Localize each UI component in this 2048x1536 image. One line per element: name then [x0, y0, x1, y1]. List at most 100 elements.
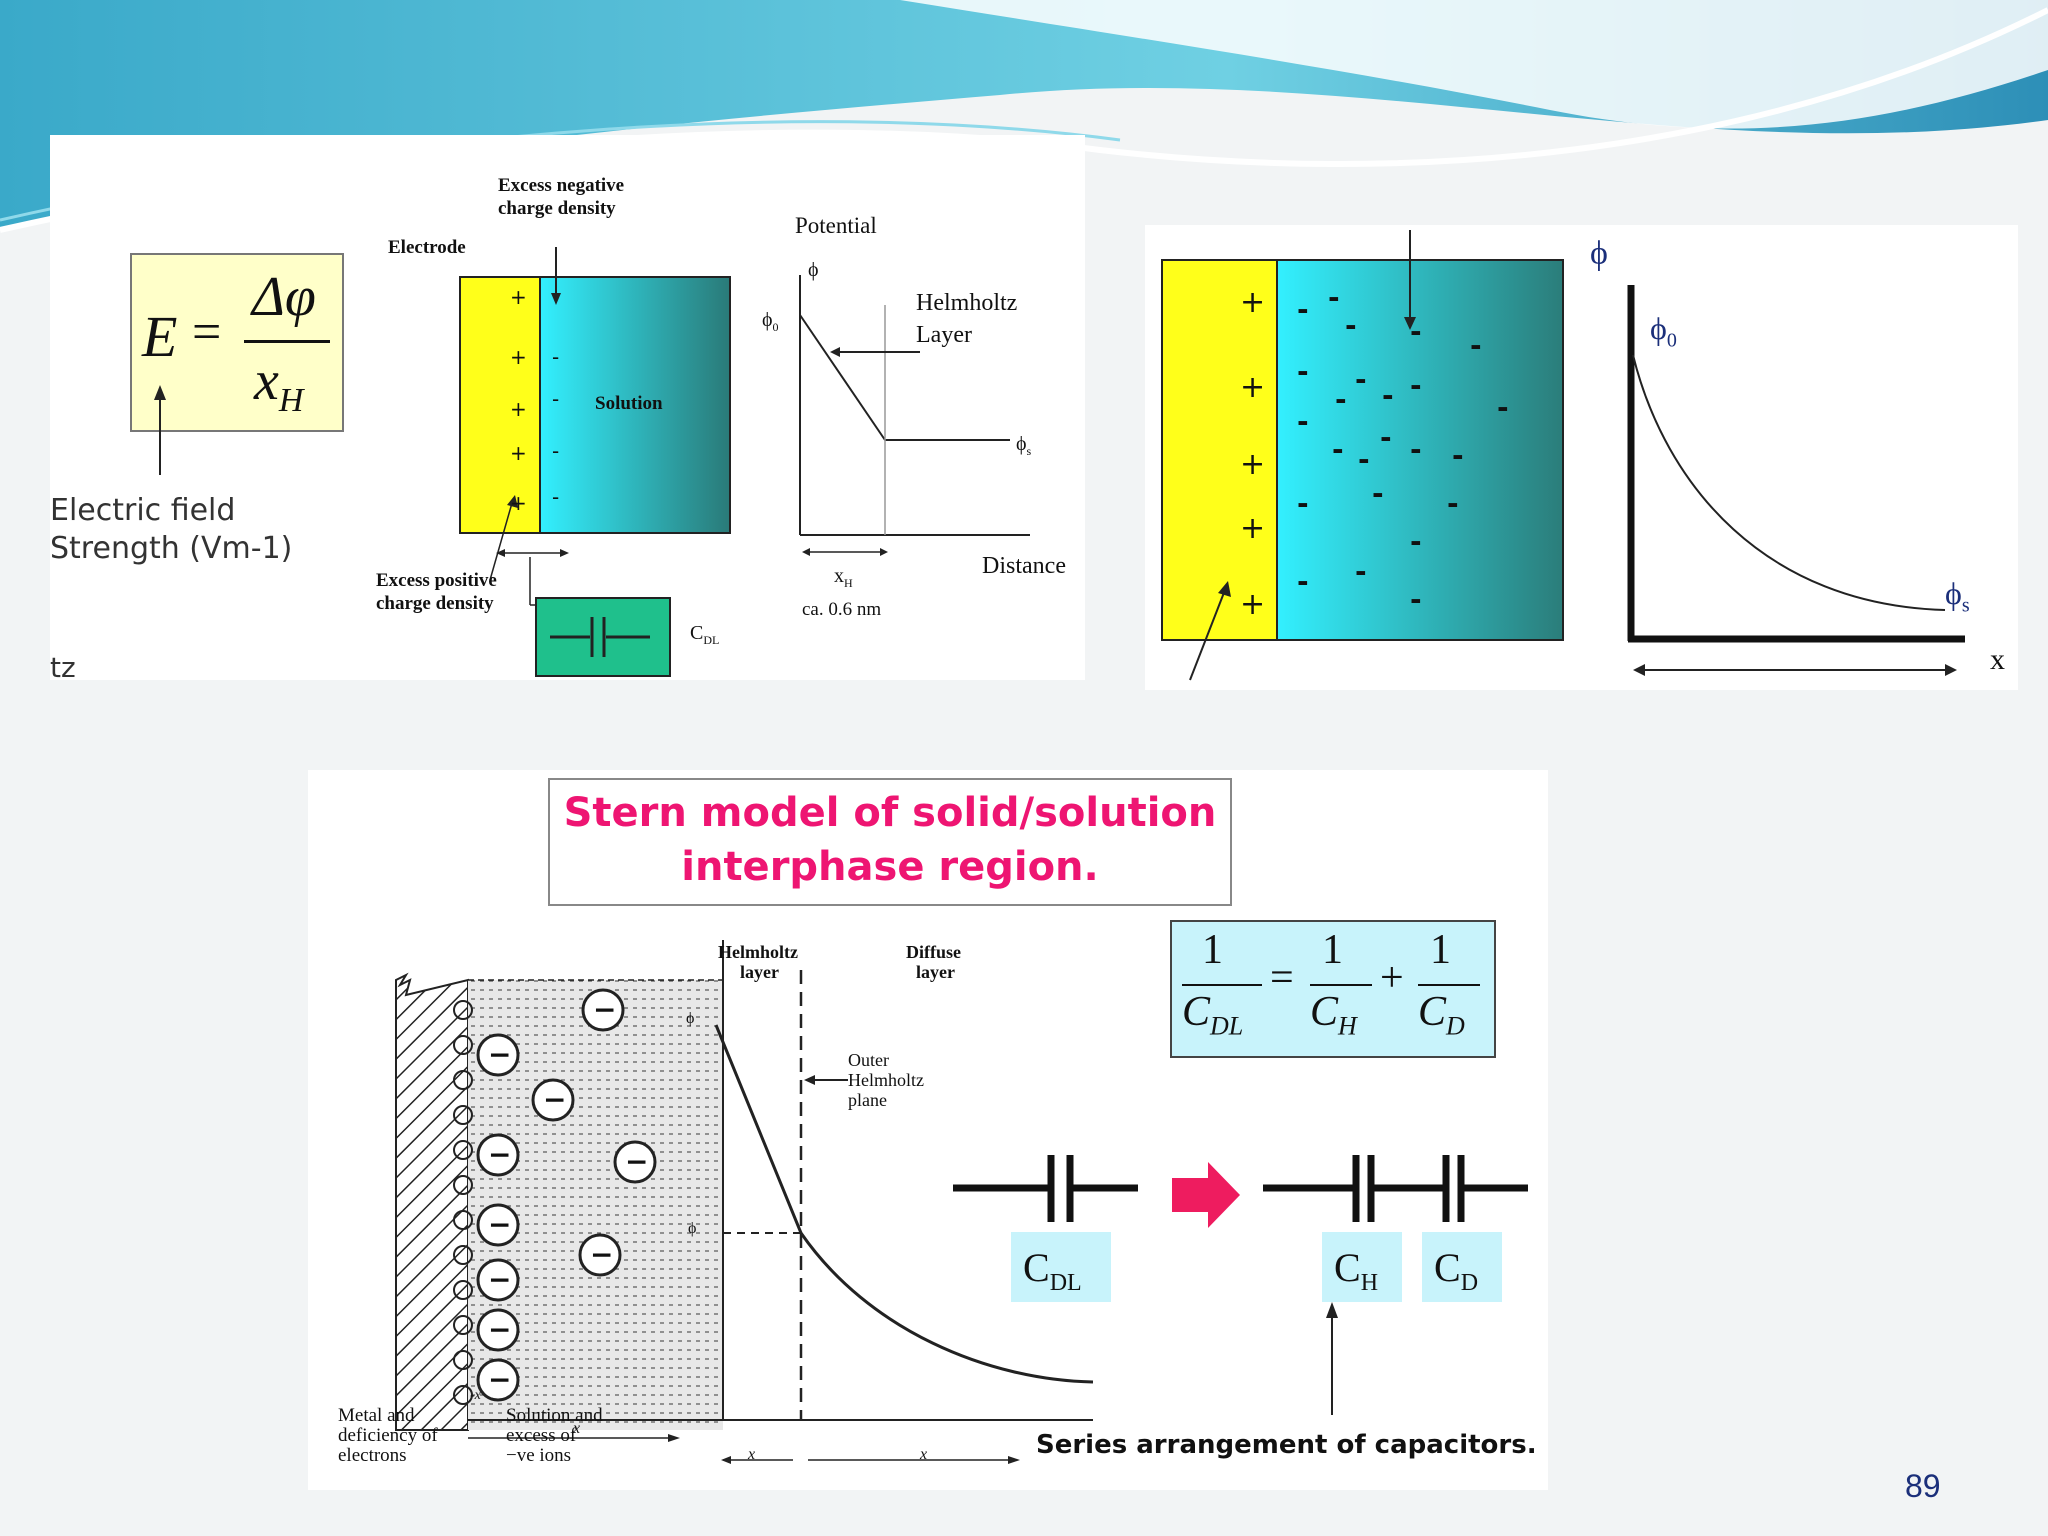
distance-label: Distance — [982, 553, 1066, 579]
ch-box: CH — [1322, 1232, 1402, 1302]
minus-sign: - — [1297, 293, 1309, 326]
minus-sign: - — [1410, 315, 1422, 348]
minus-xh-label: -x — [470, 1388, 481, 1403]
phi-axis-label: ϕ — [1590, 235, 1608, 272]
solution-label-3: −ve ions — [506, 1445, 572, 1466]
xh-label: xH — [834, 565, 853, 590]
stern-model-panel: Stern model of solid/solution interphase… — [308, 770, 1548, 1490]
phi2-marker: ϕ — [688, 1220, 697, 1237]
diffuse-layer-label-1: Diffuse — [906, 942, 961, 962]
ohp-label-1: Outer — [848, 1050, 889, 1070]
positive-charge-label-2: charge density — [376, 593, 494, 614]
ion-sign: − — [488, 1263, 512, 1296]
fragment-text: tz — [50, 651, 76, 684]
helmholtz-layer-label-1: Helmholtz — [718, 942, 798, 962]
formula-one: 1 — [1202, 927, 1223, 973]
ohp-label-3: plane — [848, 1090, 887, 1110]
minus-sign: - — [1447, 487, 1459, 520]
negative-charge-label-1: Excess negative — [498, 175, 625, 196]
plus-sign: + — [1240, 285, 1266, 320]
phis-label: ϕs — [1945, 575, 1970, 617]
plus-sign: + — [510, 285, 527, 309]
ion-sign: − — [488, 1208, 512, 1241]
formula-cdl: CDL — [1182, 989, 1244, 1041]
ohp-label-2: Helmholtz — [848, 1070, 924, 1090]
minus-sign: - — [1335, 383, 1347, 416]
formula-one: 1 — [1430, 927, 1451, 973]
minus-sign: - — [1410, 433, 1422, 466]
stern-title-line2: interphase region. — [681, 844, 1099, 890]
panel2-lines — [1161, 230, 1965, 681]
minus-sign: - — [552, 345, 560, 369]
minus-sign: - — [552, 439, 560, 463]
ion-sign: − — [625, 1145, 649, 1178]
electrode-label: Electrode — [388, 237, 466, 258]
equation-denominator: xH — [254, 350, 304, 420]
phi-axis-label: ϕ — [808, 259, 819, 281]
potential-title: Potential — [795, 213, 877, 238]
minus-sign: - — [1297, 487, 1309, 520]
helmholtz-layer-label-2: Layer — [916, 322, 972, 348]
solution-label-2: excess of — [506, 1425, 577, 1446]
gouy-chapman-panel: ϕ ϕ0 ϕs x + + + + + - - - - - - - - - - … — [1145, 225, 2018, 690]
minus-sign: - — [1410, 525, 1422, 558]
ion-sign: − — [593, 993, 617, 1026]
helmholtz-layer-label-2: layer — [740, 962, 779, 982]
minus-sign: - — [1297, 355, 1309, 388]
panel1-lines — [154, 247, 1030, 677]
plus-sign: + — [1240, 587, 1266, 622]
x-label: x — [920, 1446, 928, 1463]
ion-sign: − — [590, 1238, 614, 1271]
formula-cd: CD — [1418, 989, 1465, 1041]
formula-ch: CH — [1310, 989, 1357, 1041]
ion-sign: − — [488, 1138, 512, 1171]
ch-label: CH — [1334, 1245, 1379, 1296]
phi0-marker: ϕ — [686, 1010, 695, 1027]
phi0-label: ϕ0 — [762, 309, 779, 334]
formula-bar — [1310, 984, 1372, 986]
minus-sign: - — [1345, 309, 1357, 342]
minus-sign: - — [1355, 555, 1367, 588]
formula-bar — [1182, 984, 1262, 986]
minus-sign: - — [1332, 433, 1344, 466]
minus-sign: - — [1410, 369, 1422, 402]
fraction-bar — [244, 340, 330, 343]
xh-label: x — [748, 1446, 756, 1463]
minus-sign: - — [1380, 421, 1392, 454]
metal-label-2: deficiency of — [338, 1425, 438, 1446]
minus-sign: - — [1410, 583, 1422, 616]
minus-sign: - — [1328, 281, 1340, 314]
equation-lhs: E — [142, 304, 178, 369]
equation-numerator: Δφ — [252, 266, 316, 328]
minus-sign: - — [1297, 565, 1309, 598]
ion-sign: − — [488, 1038, 512, 1071]
minus-sign: - — [1297, 405, 1309, 438]
field-label-line1: Electric field — [50, 493, 236, 528]
formula-plus: + — [1380, 955, 1404, 1001]
series-caption: Series arrangement of capacitors. — [1036, 1430, 1537, 1460]
ion-sign: − — [488, 1363, 512, 1396]
minus-sign: - — [1382, 379, 1394, 412]
equation-equals: = — [192, 304, 222, 361]
phis-label: ϕs — [1016, 433, 1032, 458]
field-label-line2: Strength (Vm-1) — [50, 531, 293, 566]
minus-sign: - — [1470, 329, 1482, 362]
plus-sign: + — [1240, 511, 1266, 546]
phi0-label: ϕ0 — [1650, 310, 1677, 352]
minus-sign: - — [1452, 439, 1464, 472]
ion-sign: − — [488, 1313, 512, 1346]
minus-sign: - — [552, 387, 560, 411]
minus-sign: - — [1497, 391, 1509, 424]
cd-label: CD — [1434, 1245, 1479, 1296]
diffuse-layer-label-2: layer — [916, 962, 955, 982]
capacitance-formula: 1 CDL = 1 CH + 1 CD — [1170, 920, 1496, 1058]
positive-charge-label-1: Excess positive — [376, 570, 497, 591]
plus-sign: + — [1240, 447, 1266, 482]
plus-sign: + — [510, 345, 527, 369]
formula-equals: = — [1270, 955, 1294, 1001]
cdl-label: CDL — [690, 622, 720, 647]
negative-charge-label-2: charge density — [498, 198, 616, 219]
plus-sign: + — [510, 491, 527, 515]
xh-value: ca. 0.6 nm — [802, 599, 882, 620]
stern-diagram — [395, 940, 1528, 1464]
